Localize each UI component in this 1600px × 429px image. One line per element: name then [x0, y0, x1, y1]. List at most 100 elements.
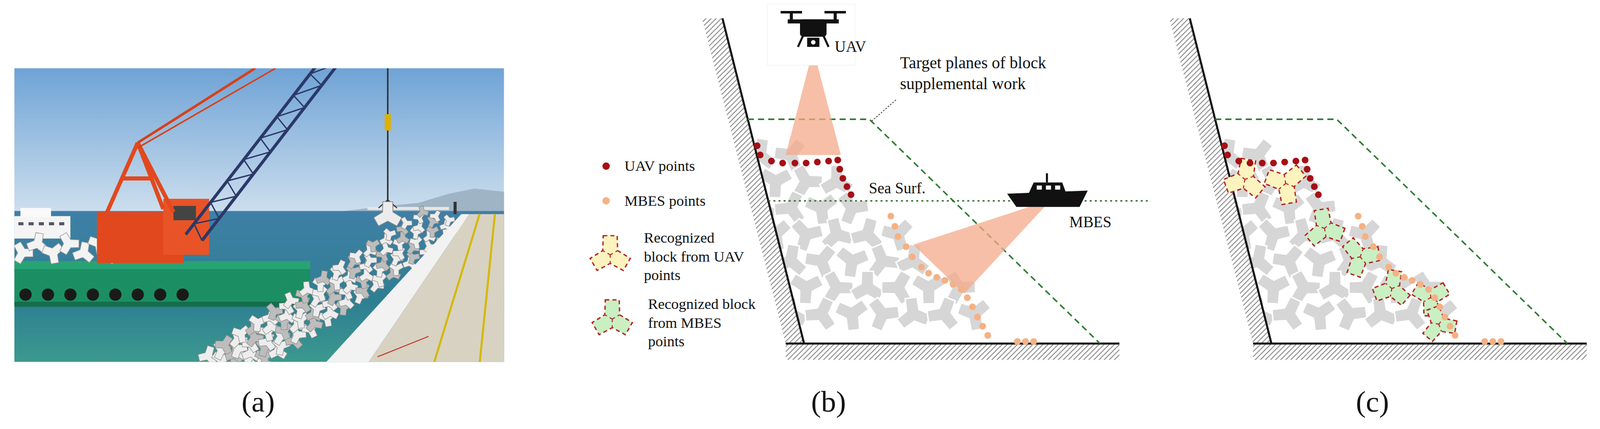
boat-cabin: [1028, 182, 1067, 195]
uav-point: [768, 158, 776, 166]
mbes-point: [1489, 338, 1497, 346]
uav-point: [813, 159, 821, 167]
recognized-block: [1342, 237, 1381, 278]
wall-hatch: [702, 18, 805, 345]
block-division: [604, 315, 613, 320]
surface-label: Sea Surf.: [867, 180, 928, 198]
rubble-block: [315, 270, 332, 286]
uav-point: [802, 160, 810, 168]
boat-window: [1054, 185, 1060, 190]
armor-block: [957, 299, 991, 332]
barge-hull: [14, 269, 311, 307]
drone-leg: [823, 35, 829, 48]
wall-hatch: [1169, 18, 1272, 345]
uav-point: [1220, 142, 1228, 150]
mbes-point: [1030, 338, 1038, 346]
uav-point: [1301, 156, 1309, 164]
block-division: [1237, 173, 1245, 180]
armor-block: [880, 218, 914, 252]
legend-text: UAV points: [624, 157, 695, 177]
mbes-point: [1021, 338, 1029, 346]
block-division: [612, 315, 620, 320]
result-panel: [1169, 18, 1588, 361]
legend-text: MBES points: [624, 191, 706, 211]
panel-label: (a): [241, 383, 275, 421]
mbes-point: [894, 233, 902, 241]
block-division: [1324, 228, 1327, 237]
floor-line: [785, 342, 1120, 345]
rubble-block: [332, 259, 347, 275]
sonar-beam: [913, 200, 1051, 294]
sea-surface: [768, 200, 1151, 202]
floor-hatch: [1252, 343, 1587, 361]
armor-block: [1335, 297, 1368, 332]
drone-ground: [767, 3, 856, 66]
drone-body: [800, 19, 827, 37]
uav-point: [834, 156, 842, 164]
boat-mast: [1045, 173, 1048, 183]
mbes-point: [1497, 338, 1505, 346]
uav-point: [836, 166, 844, 174]
block-division: [1324, 222, 1332, 229]
photo: [14, 68, 505, 363]
legend-sample: [602, 197, 610, 205]
recognized-block: [1264, 165, 1306, 205]
mbes-point: [918, 263, 926, 271]
mbes-point: [1376, 253, 1384, 261]
annotation: Target planes of block supplemental work: [900, 52, 1065, 95]
rubble-block: [231, 325, 250, 344]
uav-point: [756, 151, 764, 159]
armor-block: [1317, 271, 1352, 302]
block-division: [1392, 285, 1400, 289]
block-division: [1423, 297, 1431, 302]
sensor-label: UAV: [834, 37, 867, 57]
mbes-point: [1392, 270, 1400, 278]
block-pile: [1209, 138, 1458, 332]
uav-point: [1310, 183, 1318, 191]
armor-block: [850, 271, 885, 302]
uav-point: [825, 158, 833, 166]
mbes-point: [941, 277, 949, 285]
rubble-block: [366, 239, 381, 253]
block-division: [1351, 257, 1361, 259]
mbes-point: [1431, 294, 1439, 302]
pendant: [137, 68, 255, 143]
armor-block: [819, 165, 854, 195]
pendant: [137, 68, 276, 149]
camera-lens: [810, 39, 816, 45]
legend-text: Recognized block from MBES points: [647, 294, 761, 352]
armor-block: [926, 296, 959, 331]
uav-point: [1315, 191, 1323, 199]
mbes-point: [1451, 332, 1459, 340]
boom-chord: [201, 68, 339, 241]
mbes-point: [979, 323, 987, 331]
rubble-block: [396, 231, 410, 244]
cab-window: [173, 205, 197, 221]
ship-window: [18, 222, 24, 226]
legend-sample: [602, 162, 610, 171]
uav-point: [843, 183, 851, 191]
boat-icon: [1006, 173, 1088, 208]
tire: [131, 288, 145, 302]
block-division: [1385, 283, 1393, 289]
boom-lattice: [194, 68, 339, 241]
mbes-point: [908, 253, 916, 261]
armor-block: [773, 244, 807, 277]
boat-window: [1045, 185, 1051, 190]
block-division: [602, 250, 611, 256]
tire: [176, 288, 190, 302]
block-division: [1431, 323, 1439, 325]
ship-window: [59, 222, 65, 226]
block-division: [1243, 179, 1245, 189]
recognized-block: [590, 235, 631, 271]
uav-point: [753, 142, 761, 150]
block-division: [1278, 183, 1286, 190]
mbes-point: [1446, 323, 1454, 331]
uav-point: [1246, 160, 1254, 168]
rotor-post: [790, 12, 794, 21]
person: [453, 201, 457, 215]
railing: [433, 214, 480, 363]
red-line: [377, 336, 429, 358]
sensing-panel: [702, 3, 1152, 361]
armor-block: [804, 296, 836, 331]
